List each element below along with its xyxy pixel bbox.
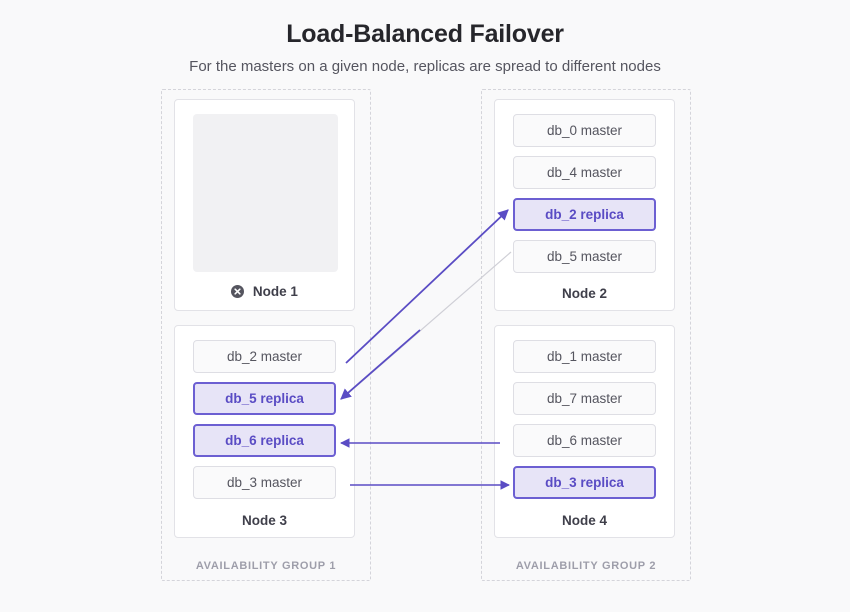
db-box-db_6-replica[interactable]: db_6 replica xyxy=(193,424,336,457)
node-card-node-1[interactable]: Node 1 xyxy=(174,99,355,311)
db-box-db_7-master[interactable]: db_7 master xyxy=(513,382,656,415)
node-card-node-2[interactable]: db_0 master db_4 master db_2 replica db_… xyxy=(494,99,675,311)
empty-slot-placeholder xyxy=(193,114,338,272)
db-box-db_0-master[interactable]: db_0 master xyxy=(513,114,656,147)
page-subtitle: For the masters on a given node, replica… xyxy=(189,58,661,75)
db-box-db_4-master[interactable]: db_4 master xyxy=(513,156,656,189)
node-card-node-3[interactable]: db_2 master db_5 replica db_6 replica db… xyxy=(174,325,355,538)
db-box-db_6-master[interactable]: db_6 master xyxy=(513,424,656,457)
page-header: Load-Balanced Failover For the masters o… xyxy=(0,0,850,75)
node-1-label: Node 1 xyxy=(175,284,354,301)
node-1-label-text: Node 1 xyxy=(252,284,298,299)
node-4-label: Node 4 xyxy=(561,513,607,528)
node-4-db-list: db_1 master db_7 master db_6 master db_3… xyxy=(513,340,656,508)
availability-group-2-label: AVAILABILITY GROUP 2 xyxy=(515,560,657,572)
node-3-db-list: db_2 master db_5 replica db_6 replica db… xyxy=(193,340,336,508)
node-3-label: Node 3 xyxy=(241,513,287,528)
db-box-db_5-replica[interactable]: db_5 replica xyxy=(193,382,336,415)
db-box-db_5-master[interactable]: db_5 master xyxy=(513,240,656,273)
node-card-node-4[interactable]: db_1 master db_7 master db_6 master db_3… xyxy=(494,325,675,538)
x-circle-icon xyxy=(231,285,245,301)
node-2-label: Node 2 xyxy=(561,286,607,301)
availability-group-1-label: AVAILABILITY GROUP 1 xyxy=(195,560,337,572)
page-title: Load-Balanced Failover xyxy=(286,20,564,48)
db-box-db_3-master[interactable]: db_3 master xyxy=(193,466,336,499)
db-box-db_1-master[interactable]: db_1 master xyxy=(513,340,656,373)
db-box-db_3-replica[interactable]: db_3 replica xyxy=(513,466,656,499)
db-box-db_2-master[interactable]: db_2 master xyxy=(193,340,336,373)
node-2-db-list: db_0 master db_4 master db_2 replica db_… xyxy=(513,114,656,282)
db-box-db_2-replica[interactable]: db_2 replica xyxy=(513,198,656,231)
